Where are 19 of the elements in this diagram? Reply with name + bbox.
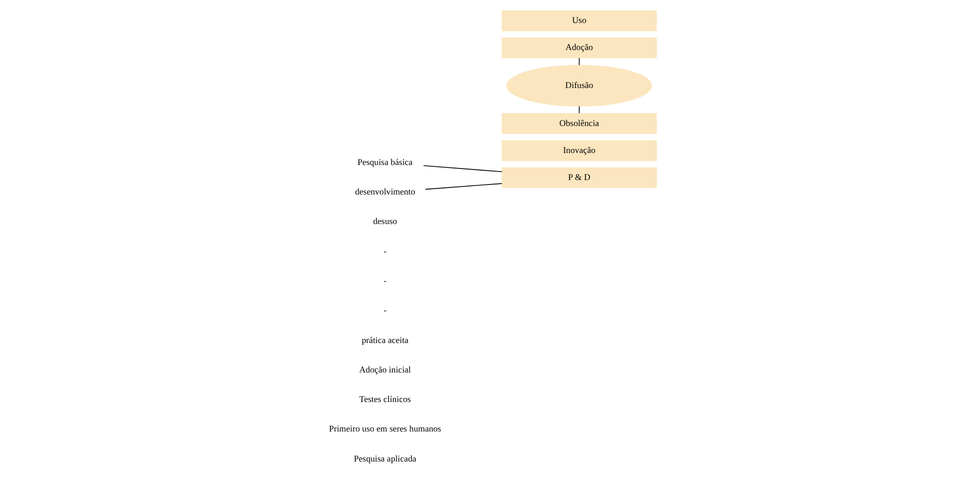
label: - bbox=[384, 305, 387, 316]
label: Pesquisa aplicada bbox=[354, 453, 416, 464]
label: Adoção inicial bbox=[359, 364, 411, 374]
node-box: P & D bbox=[502, 167, 657, 188]
node-box: Inovação bbox=[502, 140, 657, 162]
label: prática aceita bbox=[362, 334, 408, 345]
node-text: Pesquisa básica bbox=[358, 156, 413, 167]
label: desuso bbox=[373, 216, 398, 226]
label: Primeiro uso em seres humanos bbox=[329, 424, 442, 434]
node-box: Uso bbox=[502, 10, 657, 32]
node-box: Obsolência bbox=[502, 113, 657, 134]
node-text: desenvolvimento bbox=[354, 186, 416, 197]
label: Testes clínicos bbox=[359, 394, 411, 404]
label: - bbox=[384, 275, 387, 286]
node-box: Adoção bbox=[502, 38, 657, 58]
label: - bbox=[384, 246, 387, 256]
connector bbox=[423, 165, 502, 172]
connector bbox=[425, 183, 502, 190]
node-ellipse: Difusão bbox=[506, 64, 652, 107]
